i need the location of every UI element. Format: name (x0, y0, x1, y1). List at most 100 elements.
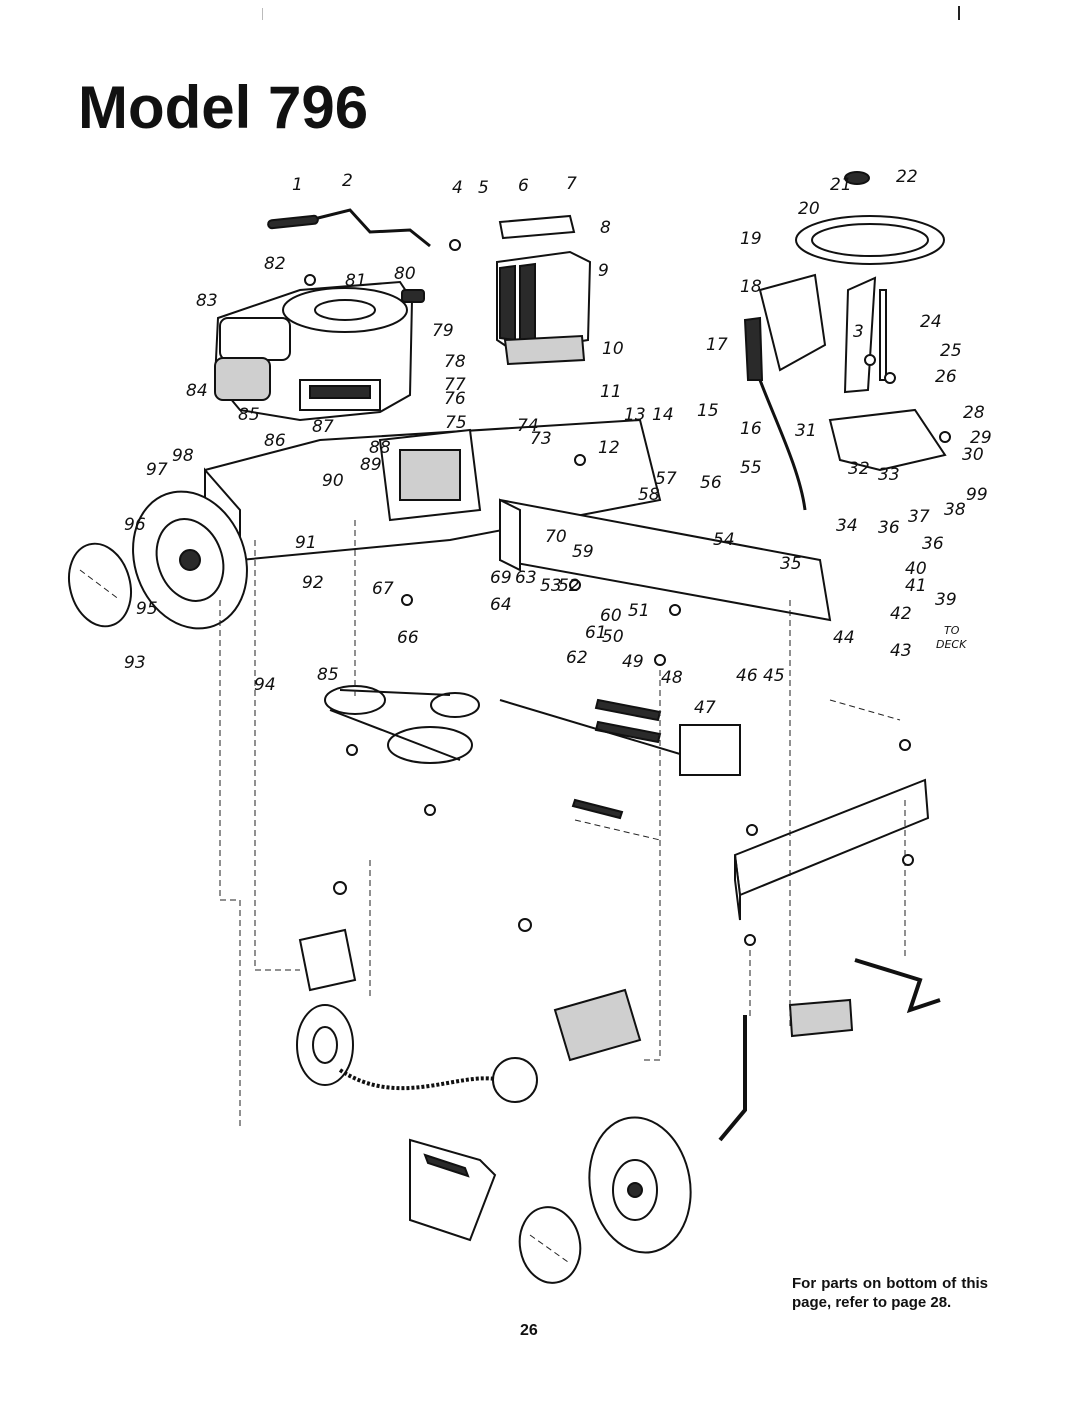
callout-label: 1 (292, 175, 303, 195)
drive-sprocket (296, 928, 642, 1103)
callout-label: 20 (798, 199, 820, 219)
callout-label: 95 (136, 599, 158, 619)
callout-label: 19 (740, 229, 762, 249)
callout-label: 57 (655, 469, 677, 489)
callout-label: 15 (697, 401, 719, 421)
callout-label: 85 (238, 405, 260, 425)
callout-label: 85 (317, 665, 339, 685)
callout-label: 11 (600, 382, 622, 402)
callout-label: 9 (598, 261, 609, 281)
callout-label: 32 (848, 459, 870, 479)
callout-label: 89 (360, 455, 382, 475)
callout-label: 63 (515, 568, 537, 588)
callout-label: 22 (896, 167, 918, 187)
callout-label: 50 (602, 627, 624, 647)
callout-label: 99 (966, 485, 988, 505)
callout-label: 64 (490, 595, 512, 615)
callout-label: 10 (602, 339, 624, 359)
callout-label: 48 (661, 668, 683, 688)
callout-label: 21 (830, 175, 852, 195)
callout-label: 75 (445, 413, 467, 433)
callout-label: 18 (740, 277, 762, 297)
callout-label: 31 (795, 421, 817, 441)
callout-label: 83 (196, 291, 218, 311)
callout-label: 8 (600, 218, 611, 238)
callout-label: 84 (186, 381, 208, 401)
callout-label: 80 (394, 264, 416, 284)
steering-spindle (718, 958, 941, 1142)
callout-label: 60 (600, 606, 622, 626)
callout-label: 49 (622, 652, 644, 672)
callout-label: 39 (935, 590, 957, 610)
callout-label: 92 (302, 573, 324, 593)
callout-label: 79 (432, 321, 454, 341)
callout-label: 91 (295, 533, 317, 553)
callout-label: 35 (780, 554, 802, 574)
page-number: 26 (520, 1322, 538, 1339)
callout-label: 42 (890, 604, 912, 624)
callout-label: 58 (638, 485, 660, 505)
callout-label: 17 (706, 335, 728, 355)
callout-label: 12 (598, 438, 620, 458)
callout-label: 70 (545, 527, 567, 547)
slotted-plate (409, 1138, 497, 1242)
callout-label: 43 (890, 641, 912, 661)
callout-label: 67 (372, 579, 394, 599)
callout-label: 77 (444, 375, 466, 395)
lift-handle (267, 208, 431, 248)
callout-label: 41 (905, 576, 927, 596)
springs-and-rods (499, 698, 741, 820)
callout-label: 45 (763, 666, 785, 686)
callout-label: 14 (652, 405, 674, 425)
callout-label: 53 (540, 576, 562, 596)
callout-label: 66 (397, 628, 419, 648)
callout-label: 46 (736, 666, 758, 686)
steering-assembly (743, 171, 947, 511)
scan-mark (262, 8, 263, 20)
front-wheel (518, 1116, 692, 1284)
callout-label: 36 (878, 518, 900, 538)
engine-illustration (213, 280, 425, 422)
callout-label: 7 (566, 174, 577, 194)
callout-label: 34 (836, 516, 858, 536)
to-deck-label: DECK (936, 638, 967, 651)
pulley-assembly (324, 685, 480, 764)
callout-label: 81 (345, 271, 367, 291)
callout-label: 38 (944, 500, 966, 520)
callout-label: 82 (264, 254, 286, 274)
to-deck-label: TO (944, 624, 960, 637)
callout-label: 97 (146, 460, 168, 480)
callout-label: 74 (517, 416, 539, 436)
callout-label: 78 (444, 352, 466, 372)
callout-label: 30 (962, 445, 984, 465)
callout-label: 24 (920, 312, 942, 332)
scan-mark (958, 6, 960, 20)
callout-label: 26 (935, 367, 957, 387)
callout-label: 59 (572, 542, 594, 562)
callout-label: 36 (922, 534, 944, 554)
rear-wheel (68, 490, 248, 630)
callout-label: 44 (833, 628, 855, 648)
callout-label: 3 (853, 322, 864, 342)
callout-label: 86 (264, 431, 286, 451)
callout-label: 25 (940, 341, 962, 361)
callout-label: 96 (124, 515, 146, 535)
hardware-fasteners (304, 239, 951, 946)
callout-label: 6 (518, 176, 529, 196)
callout-label: 98 (172, 446, 194, 466)
callout-label: 69 (490, 568, 512, 588)
callout-label: 13 (624, 405, 646, 425)
callout-label: 54 (713, 530, 735, 550)
callout-label: 29 (970, 428, 992, 448)
callout-labels: 1 2 4 5 6 7 8 9 80 81 82 83 79 78 77 76 … (124, 167, 992, 718)
note-text: For parts on bottom of this page, refer … (792, 1275, 988, 1311)
callout-label: 47 (694, 698, 716, 718)
callout-label: 62 (566, 648, 588, 668)
callout-label: 28 (963, 403, 985, 423)
callout-label: 55 (740, 458, 762, 478)
callout-label: 52 (558, 576, 580, 596)
callout-label: 33 (878, 465, 900, 485)
main-frame (204, 418, 832, 622)
callout-label: 40 (905, 559, 927, 579)
callout-label: 4 (452, 178, 463, 198)
